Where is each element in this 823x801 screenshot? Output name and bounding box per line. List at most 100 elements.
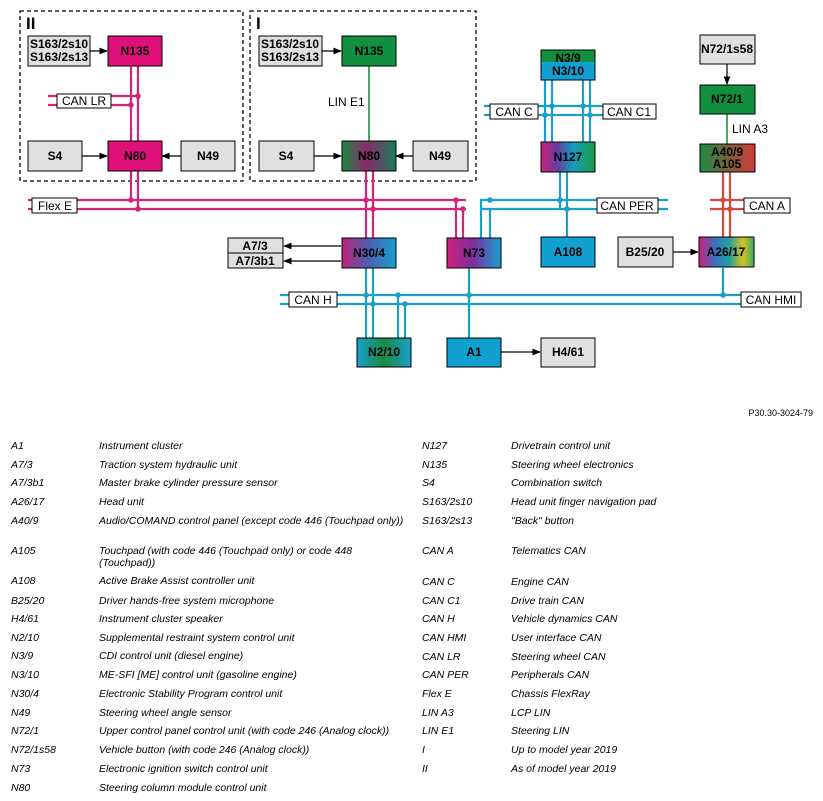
node-a40-9-a105[interactable]: A40/9 A105 [699,143,756,173]
svg-text:CAN PER: CAN PER [600,199,654,213]
node-label: N30/4 [353,246,385,260]
legend-description: Master brake cylinder pressure sensor [99,477,278,489]
legend-description: Head unit [99,496,144,508]
node-n49-right[interactable]: N49 [412,140,469,172]
legend-description: Engine CAN [511,576,569,588]
node-a108[interactable]: A108 [540,236,596,268]
legend-description: Telematics CAN [511,545,586,557]
node-n135-left[interactable]: N135 [107,35,163,67]
legend-code: A108 [11,575,36,587]
node-s163-right[interactable]: S163/2s10 S163/2s13 [258,35,323,67]
legend-description: Steering wheel angle sensor [99,707,232,719]
node-n72-1s58[interactable]: N72/1s58 [699,34,756,65]
node-b25-20[interactable]: B25/20 [617,236,674,268]
legend-code: N127 [422,440,448,452]
node-label: A7/3 [242,239,268,253]
legend-code: N80 [11,782,31,794]
node-label: S163/2s13 [30,50,88,64]
legend-description: Steering column module control unit [99,782,267,794]
node-label: H4/61 [552,345,584,359]
node-label: N3/10 [552,64,584,78]
legend-description: Steering LIN [511,725,570,737]
node-s4-right[interactable]: S4 [258,140,315,172]
node-label: N49 [429,149,451,163]
node-a26-17[interactable]: A26/17 [698,236,755,268]
node-a7-3[interactable]: A7/3 [227,237,284,254]
node-n80-right[interactable]: N80 [341,140,397,172]
svg-text:CAN HMI: CAN HMI [746,293,797,307]
legend-description: Vehicle dynamics CAN [511,613,618,625]
node-n135-right[interactable]: N135 [341,35,397,67]
legend-code: CAN A [422,545,454,557]
node-s4-left[interactable]: S4 [27,140,83,172]
legend-description: ME-SFI [ME] control unit (gasoline engin… [99,669,297,681]
legend-code: A7/3b1 [11,477,45,489]
node-label: N3/9 [555,51,581,65]
node-s163-left[interactable]: S163/2s10 S163/2s13 [27,35,91,67]
node-n30-4[interactable]: N30/4 [341,237,397,269]
node-label: A26/17 [707,245,746,259]
bus-label-can-hmi: CAN HMI [740,291,802,308]
node-n72-1[interactable]: N72/1 [699,84,756,115]
legend-code: A1 [11,440,24,452]
legend-code: N73 [11,763,31,775]
node-label: A40/9 [711,145,743,159]
legend-code: H4/61 [11,613,40,625]
node-n80-left[interactable]: N80 [107,140,163,172]
legend-description: Head unit finger navigation pad [511,496,657,508]
legend-description: Electronic ignition switch control unit [99,763,268,775]
legend-description: Vehicle button (with code 246 (Analog cl… [99,744,310,756]
node-a7-3b1[interactable]: A7/3b1 [227,252,284,269]
legend-code: N30/4 [11,688,40,700]
legend-description: Driver hands-free system microphone [99,595,275,607]
node-label: A105 [713,157,742,171]
svg-text:CAN C: CAN C [495,105,533,119]
svg-text:CAN C1: CAN C1 [607,105,651,119]
node-label: S4 [48,149,63,163]
legend-description: Instrument cluster [99,440,183,452]
node-label: N73 [463,246,485,260]
legend-description: Audio/COMAND control panel (except code … [99,515,404,527]
node-n49-left[interactable]: N49 [180,140,236,172]
legend-code: S163/2s10 [422,496,473,508]
node-label: N2/10 [368,345,400,359]
legend-description: Up to model year 2019 [511,744,618,756]
legend-description: Combination switch [511,477,603,489]
legend-code: I [422,744,425,756]
legend-code: CAN HMI [422,632,467,644]
network-topology-diagram: II I [19,10,802,368]
legend-code: CAN LR [422,651,461,663]
legend-description: Steering wheel electronics [511,459,634,471]
legend-description: Chassis FlexRay [511,688,590,700]
node-n2-10[interactable]: N2/10 [356,337,412,368]
legend-code: LIN E1 [422,725,455,737]
legend-code: N72/1s58 [11,744,56,756]
legend-description: As of model year 2019 [511,763,617,775]
node-n73[interactable]: N73 [446,237,502,269]
legend-description: Supplemental restraint system control un… [99,632,295,644]
section-label-right: I [256,14,261,33]
legend-code: N49 [11,707,31,719]
legend-description: Upper control panel control unit (with c… [99,725,390,737]
legend-description: Active Brake Assist controller unit [99,575,255,587]
node-label: N135 [355,44,384,58]
legend-code: N2/10 [11,632,40,644]
bus-label-lin-a3: LIN A3 [732,122,768,136]
legend-description: Touchpad (with code 446 (Touchpad only) … [99,545,353,569]
node-n3[interactable]: N3/9 N3/10 [540,49,596,81]
bus-label-can-a: CAN A [743,197,791,214]
legend-code: S163/2s13 [422,515,473,527]
node-h4-61[interactable]: H4/61 [540,337,596,368]
node-label: S163/2s10 [261,37,319,51]
section-label-left: II [26,14,35,33]
node-label: A7/3b1 [235,254,275,268]
legend-description: Instrument cluster speaker [99,613,223,625]
node-label: S163/2s10 [30,37,88,51]
bus-flex-e [28,171,466,238]
node-n127[interactable]: N127 [540,141,596,173]
node-a1[interactable]: A1 [446,337,502,368]
node-label: S4 [279,149,294,163]
node-label: N80 [358,149,380,163]
legend-code: N72/1 [11,725,40,737]
node-label: N80 [124,149,146,163]
